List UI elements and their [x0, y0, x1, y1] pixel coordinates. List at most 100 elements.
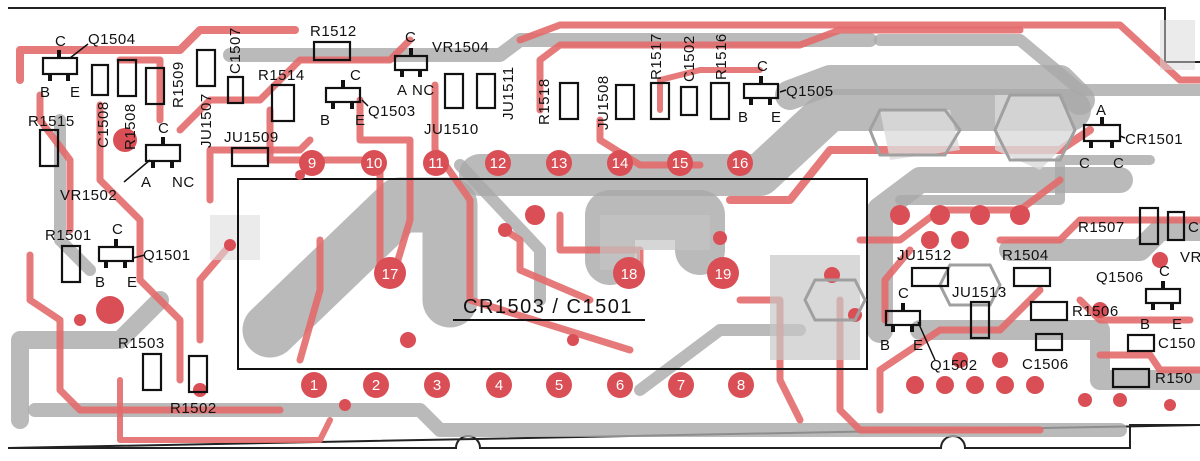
r1518-body	[558, 81, 580, 121]
r1512-body	[312, 40, 352, 62]
label-nc-vr1504: NC	[412, 82, 435, 99]
label-c-q1506: C	[1159, 263, 1170, 280]
via-pads	[74, 128, 1176, 411]
svg-text:1: 1	[310, 377, 318, 394]
pad-11: 11	[423, 150, 449, 176]
svg-text:3: 3	[433, 377, 441, 394]
pad-5: 5	[546, 372, 572, 398]
label-vr1502: VR1502	[60, 187, 117, 204]
label-r1516: R1516	[713, 33, 730, 80]
module-pads: 9 10 11 12 13 14 15 16 17 18 19 1 2 3 4 …	[299, 150, 754, 398]
ju1508-body	[614, 83, 636, 121]
pad-19: 19	[707, 257, 739, 289]
pad-6: 6	[607, 372, 633, 398]
label-ju1513: JU1513	[952, 284, 1007, 301]
label-c1508: C1508	[95, 101, 112, 148]
component-leads	[48, 48, 1174, 332]
r1508-body	[116, 58, 138, 98]
label-ju1509: JU1509	[224, 129, 279, 146]
ju1507-body	[195, 48, 217, 88]
svg-text:4: 4	[495, 377, 503, 394]
module-label: CR1503 / C1501	[463, 296, 633, 318]
silkscreen-labels: C Q1504 B E C1508 R1508 R1509 JU1507 C15…	[28, 23, 1200, 417]
label-nc-vr1502: NC	[172, 174, 195, 191]
label-r1501: R1501	[45, 227, 92, 244]
pad-8: 8	[728, 372, 754, 398]
svg-text:19: 19	[715, 266, 732, 283]
svg-text:16: 16	[732, 155, 749, 172]
svg-text:14: 14	[612, 155, 629, 172]
svg-text:10: 10	[366, 155, 383, 172]
label-r1509: R1509	[170, 61, 187, 108]
label-e-q1506: E	[1172, 316, 1183, 333]
label-r1518: R1518	[536, 78, 553, 125]
label-r1517: R1517	[648, 33, 665, 80]
label-r1514: R1514	[258, 67, 305, 84]
c1507-body	[226, 75, 245, 105]
label-a-cr1501: A	[1096, 102, 1107, 119]
label-a-vr1504: A	[397, 82, 408, 99]
ju1510-body	[443, 72, 465, 110]
label-c-q1501: C	[112, 221, 123, 238]
label-e-q1502: E	[913, 337, 924, 354]
label-c1506: C1506	[1022, 356, 1069, 373]
svg-text:15: 15	[672, 155, 689, 172]
c1508-body	[90, 63, 110, 97]
pad-7: 7	[668, 372, 694, 398]
ju1513-body	[969, 300, 991, 340]
svg-text:9: 9	[308, 155, 316, 172]
label-c1507: C1507	[227, 27, 244, 74]
r1504-body	[1012, 266, 1052, 288]
label-c-q1503: C	[350, 67, 361, 84]
label-ju1512: JU1512	[897, 247, 952, 264]
label-ju1510: JU1510	[424, 121, 479, 138]
q1501-body	[97, 245, 135, 263]
pad-13: 13	[546, 150, 572, 176]
q1506-body	[1144, 287, 1182, 305]
label-r1502: R1502	[170, 400, 217, 417]
svg-text:17: 17	[382, 266, 399, 283]
r1503-body	[141, 352, 163, 392]
label-c-vr1502: C	[158, 120, 169, 137]
svg-text:12: 12	[490, 155, 507, 172]
label-c150-edge: C150	[1158, 335, 1196, 352]
svg-text:6: 6	[616, 377, 624, 394]
pad-14: 14	[607, 150, 633, 176]
q1503-body	[324, 86, 362, 104]
label-q1502: Q1502	[930, 357, 978, 374]
label-b-q1505: B	[738, 109, 749, 126]
c1506-body	[1034, 332, 1064, 352]
label-e-q1503: E	[355, 112, 366, 129]
r1516-body	[709, 81, 731, 121]
label-b-q1504: B	[40, 84, 51, 101]
label-r1515: R1515	[28, 113, 75, 130]
label-vr-edge: VR	[1180, 249, 1200, 266]
label-q1503: Q1503	[368, 103, 416, 120]
svg-text:11: 11	[428, 155, 444, 172]
label-c-q1505: C	[757, 58, 768, 75]
q1505-body	[742, 82, 780, 100]
pad-15: 15	[667, 150, 693, 176]
module-outline	[237, 178, 868, 370]
label-c1-cr1501: C	[1079, 155, 1090, 172]
label-r1506: R1506	[1072, 303, 1119, 320]
label-c-edge: C	[1188, 219, 1199, 236]
q1504-body	[41, 56, 79, 76]
label-q1501: Q1501	[143, 247, 191, 264]
label-b-q1503: B	[320, 112, 331, 129]
svg-text:2: 2	[372, 377, 380, 394]
r1506-body	[1029, 300, 1069, 322]
pad-18: 18	[613, 257, 645, 289]
copper-pour	[210, 20, 1195, 360]
label-q1506: Q1506	[1096, 269, 1144, 286]
label-c2-cr1501: C	[1113, 155, 1124, 172]
label-c-q1504: C	[55, 33, 66, 50]
leader-lines	[69, 43, 1126, 361]
label-r150-edge: R150	[1155, 370, 1193, 387]
label-a-vr1502: A	[141, 174, 152, 191]
pad-3: 3	[424, 372, 450, 398]
pad-2: 2	[363, 372, 389, 398]
label-c-q1502: C	[898, 285, 909, 302]
pad-9: 9	[299, 150, 325, 176]
r1507-body	[1138, 206, 1160, 246]
